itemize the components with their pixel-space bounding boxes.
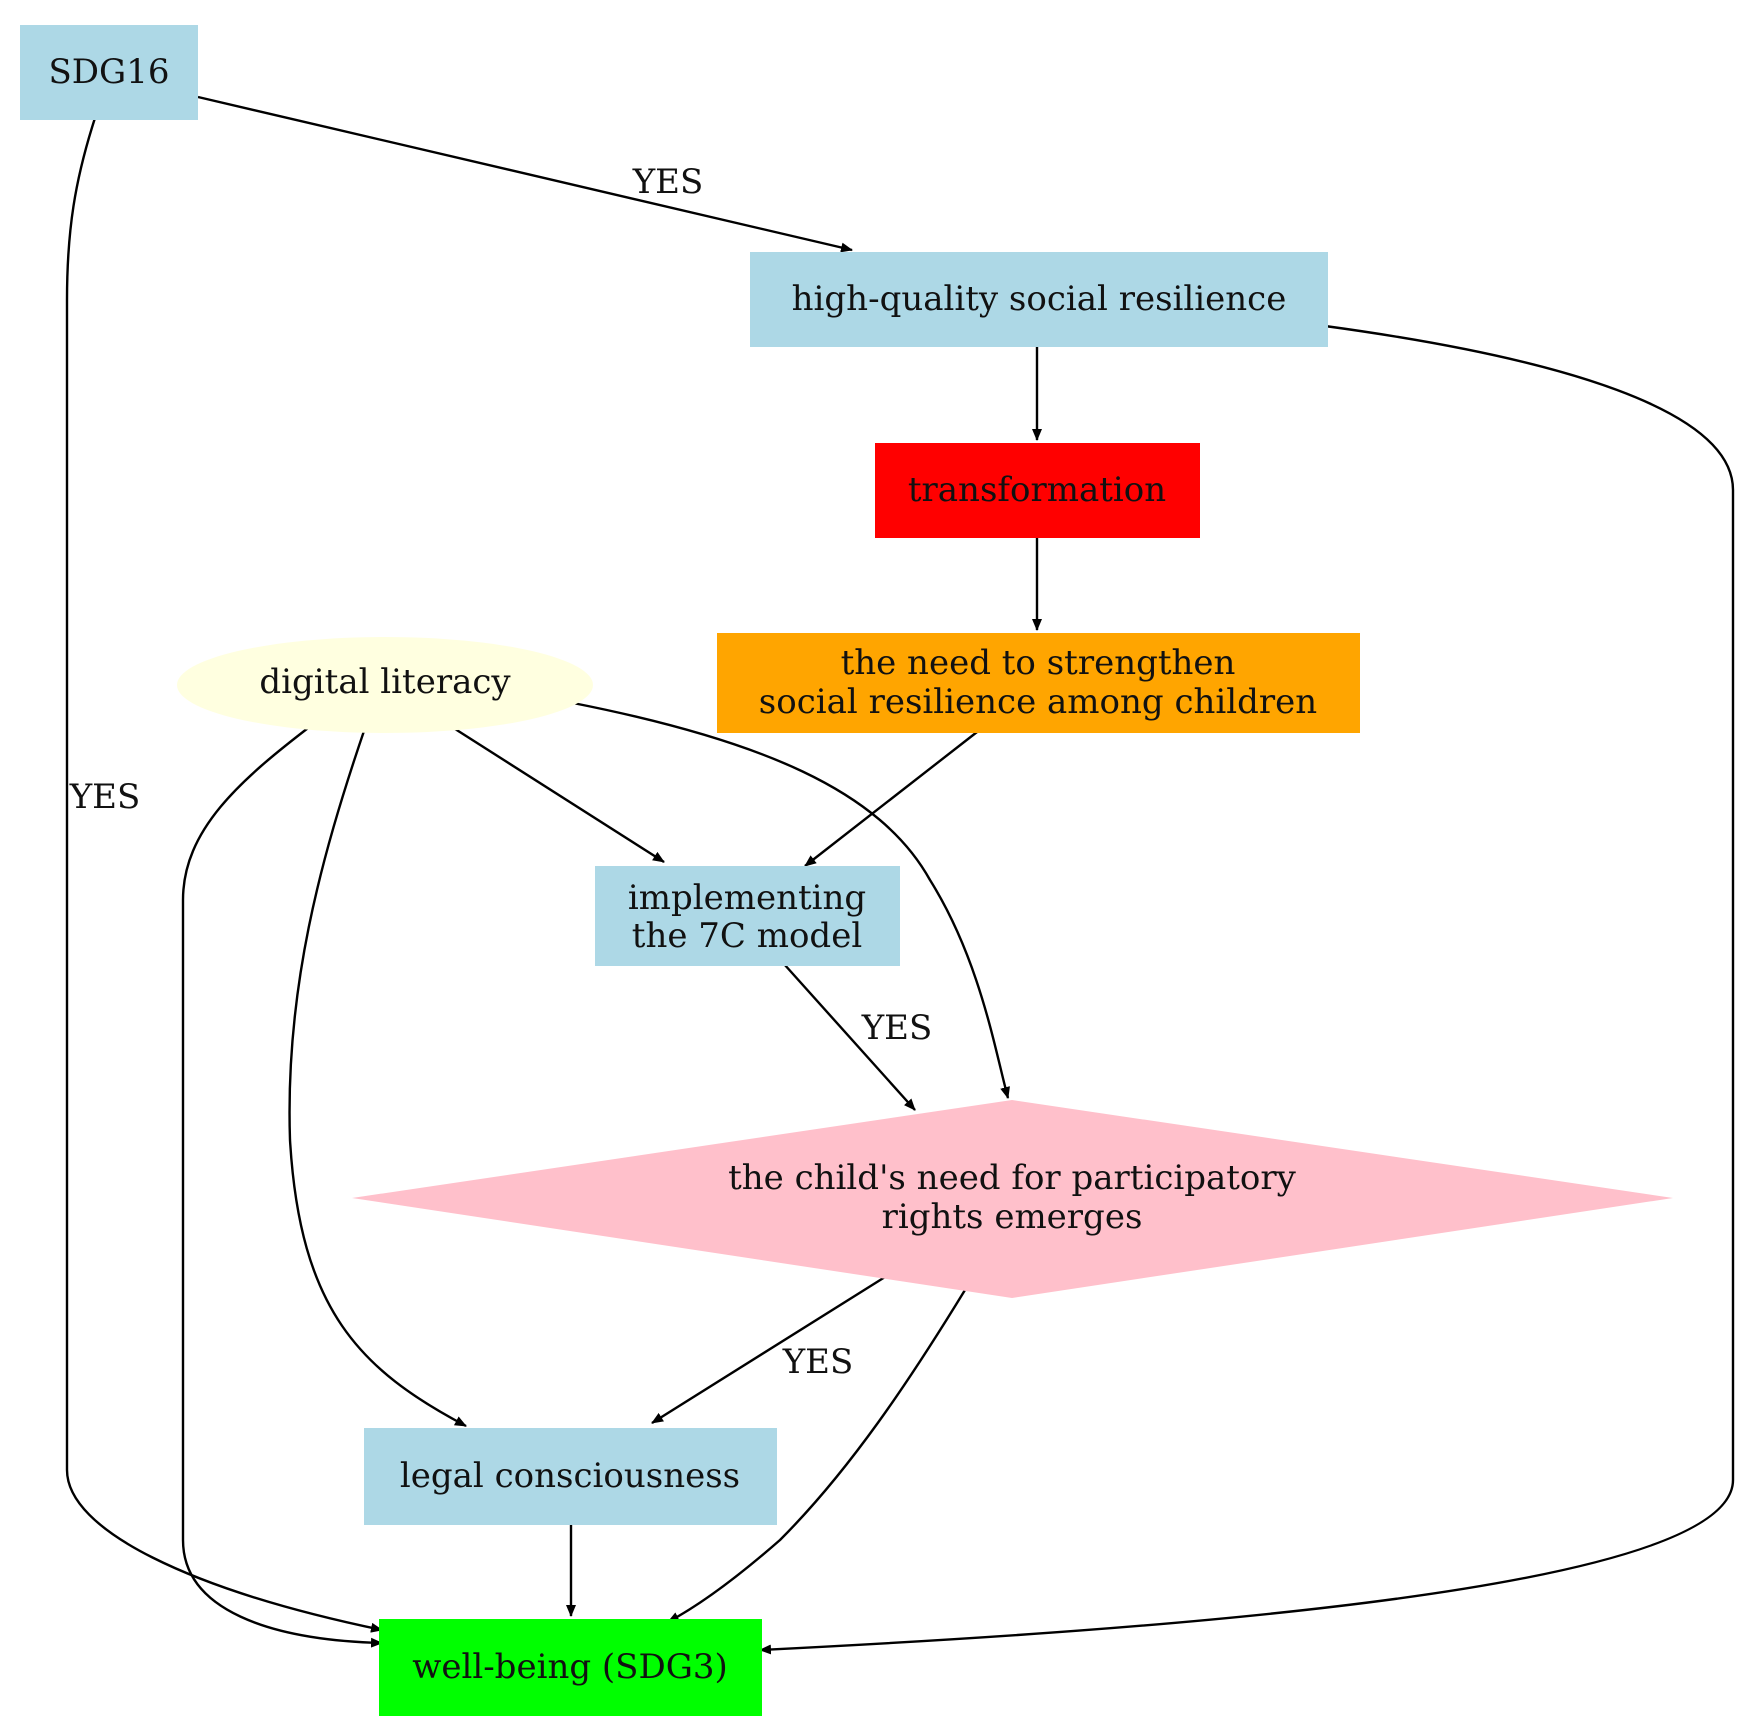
node-well-being-shape: [379, 1619, 762, 1716]
node-transformation: transformation: [875, 443, 1200, 538]
node-sdg16-shape: [20, 25, 198, 120]
node-high-quality-social-resilience-shape: [750, 252, 1328, 347]
edge-label-rights-to-legal: YES: [782, 1342, 854, 1382]
edge-labels: YES YES YES YES: [69, 162, 933, 1382]
node-high-quality-social-resilience-label: high-quality social resilience: [792, 279, 1287, 319]
node-participatory-rights-label-line1: the child's need for participatory: [728, 1158, 1297, 1198]
node-sdg16-label: SDG16: [49, 52, 170, 92]
node-need-to-strengthen: the need to strengthen social resilience…: [717, 633, 1360, 733]
node-need-to-strengthen-label-line2: social resilience among children: [759, 682, 1317, 722]
node-transformation-shape: [875, 443, 1200, 538]
node-sdg16: SDG16: [20, 25, 198, 120]
edges: [65, 95, 1735, 1655]
edge-label-sdg16-to-resilience: YES: [632, 162, 704, 202]
node-implementing-7c-label-line1: implementing: [628, 878, 866, 918]
edge-label-sdg16-to-wellbeing: YES: [69, 777, 141, 817]
node-participatory-rights: the child's need for participatory right…: [352, 1100, 1673, 1298]
node-need-to-strengthen-label-line1: the need to strengthen: [841, 643, 1236, 683]
edge-high-quality-social-resilience-to-well-being: [759, 324, 1735, 1655]
node-need-to-strengthen-shape: [717, 633, 1360, 733]
edge-sdg16-to-well-being: [65, 117, 383, 1633]
edge-sdg16-to-high-quality-social-resilience: [197, 95, 853, 253]
edge-digital-literacy-to-participatory-rights: [572, 701, 1010, 1099]
node-digital-literacy-label: digital literacy: [259, 662, 511, 702]
edge-implementing-7c-to-participatory-rights: [783, 963, 916, 1111]
node-digital-literacy: digital literacy: [177, 637, 593, 733]
edge-participatory-rights-to-well-being: [667, 1289, 967, 1624]
node-participatory-rights-shape: [352, 1100, 1673, 1298]
node-implementing-7c: implementing the 7C model: [595, 866, 900, 966]
node-transformation-label: transformation: [908, 470, 1166, 510]
edge-label-model-to-rights: YES: [861, 1008, 933, 1048]
edge-need-to-strengthen-to-implementing-7c: [804, 731, 978, 867]
edge-digital-literacy-to-implementing-7c: [451, 725, 665, 864]
node-well-being-label: well-being (SDG3): [412, 1647, 728, 1687]
node-high-quality-social-resilience: high-quality social resilience: [750, 252, 1328, 347]
node-digital-literacy-shape: [177, 637, 593, 733]
node-well-being: well-being (SDG3): [379, 1619, 762, 1716]
node-legal-consciousness-shape: [364, 1428, 777, 1525]
edge-digital-literacy-to-legal-consciousness: [288, 727, 467, 1428]
node-implementing-7c-shape: [595, 866, 900, 966]
node-legal-consciousness: legal consciousness: [364, 1428, 777, 1525]
node-legal-consciousness-label: legal consciousness: [400, 1456, 740, 1496]
node-implementing-7c-label-line2: the 7C model: [632, 916, 862, 956]
edge-digital-literacy-to-well-being: [181, 724, 383, 1648]
edge-participatory-rights-to-legal-consciousness: [651, 1275, 886, 1425]
node-participatory-rights-label-line2: rights emerges: [882, 1197, 1143, 1237]
